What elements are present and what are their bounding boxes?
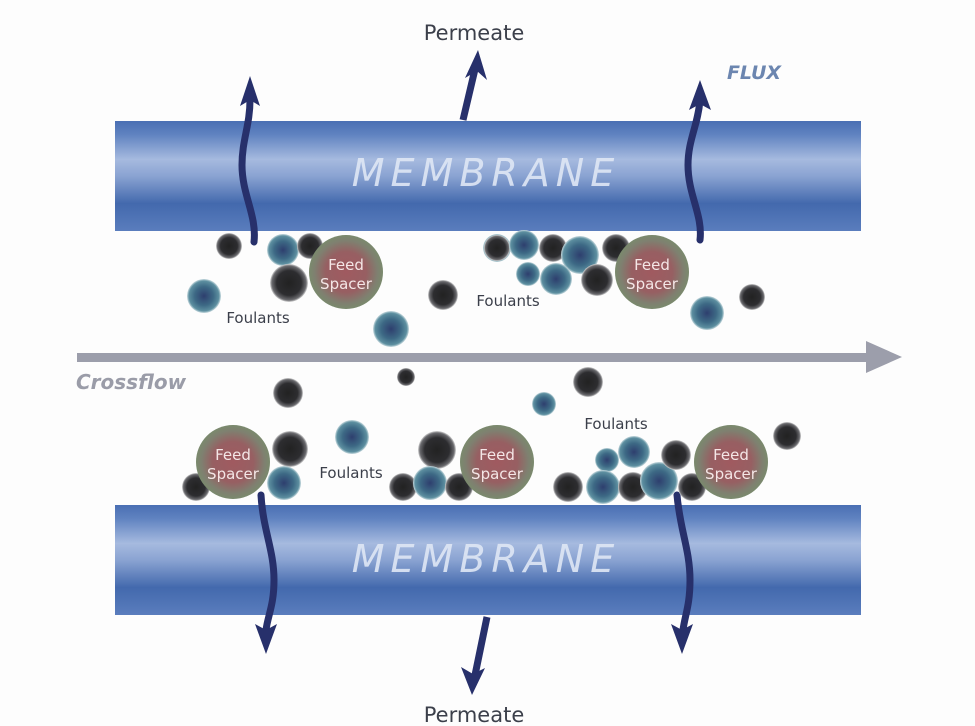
foulant-particle-blue — [187, 279, 221, 313]
foulant-particle-blue — [561, 236, 599, 274]
foulant-particle-dark — [216, 233, 242, 259]
permeate-arrowhead-top — [465, 50, 487, 80]
foulant-particle-dark — [539, 234, 567, 262]
feed-spacer-circle — [460, 425, 534, 499]
foulant-particle-blue — [373, 311, 409, 347]
foulant-particle-dark — [270, 264, 308, 302]
feed-spacer-label-line2: Spacer — [207, 465, 260, 483]
foulant-particle-blue — [595, 448, 619, 472]
bottom-membrane-body — [115, 505, 861, 615]
feed-spacer-circle — [615, 235, 689, 309]
feed-spacer-label-line1: Feed — [634, 256, 670, 274]
foulant-particle-dark — [581, 264, 613, 296]
feed-spacer-label-line1: Feed — [713, 446, 749, 464]
foulant-particle-dark — [484, 235, 510, 261]
foulant-particle-dark — [661, 440, 691, 470]
permeate-label-top: Permeate — [424, 21, 525, 45]
foulant-particle-blue — [509, 230, 539, 260]
feed-spacer-circle — [309, 235, 383, 309]
crossflow-label: Crossflow — [76, 370, 187, 394]
feed-spacers-layer: FeedSpacerFeedSpacerFeedSpacerFeedSpacer… — [196, 235, 768, 499]
foulant-particle-blue — [516, 262, 540, 286]
foulant-particle-blue — [540, 263, 572, 295]
feed-spacer-label-line2: Spacer — [471, 465, 524, 483]
foulant-particle-blue — [586, 470, 620, 504]
foulant-particle-blue — [640, 462, 678, 500]
foulant-particle-blue — [335, 420, 369, 454]
feed-spacer-label-line2: Spacer — [320, 275, 373, 293]
feed-spacer-circle — [196, 425, 270, 499]
bottom-membrane — [115, 505, 861, 615]
foulant-particle-dark — [773, 422, 801, 450]
foulant-particle-blue — [413, 466, 447, 500]
flux-arrowhead-top-right — [689, 80, 711, 110]
permeate-arrowhead-bottom — [461, 667, 485, 695]
foulant-particle-dark — [272, 431, 308, 467]
feed-spacer-circle — [694, 425, 768, 499]
flux-arrowhead-bottom-left — [255, 624, 277, 654]
crossflow-arrow-head — [866, 341, 902, 373]
permeate-arrow-bottom — [470, 616, 491, 681]
membrane-label-top: MEMBRANE — [352, 151, 621, 195]
foulant-particle-dark — [428, 280, 458, 310]
feed-spacer-label-line1: Feed — [479, 446, 515, 464]
foulant-particle-dark — [573, 367, 603, 397]
feed-spacer-label-line1: Feed — [215, 446, 251, 464]
foulant-particle-dark — [553, 472, 583, 502]
flux-arrowhead-bottom-right — [671, 624, 693, 654]
feed-spacer-label-line2: Spacer — [626, 275, 679, 293]
foulant-particle-dark — [397, 368, 415, 386]
permeate-arrow-top — [459, 64, 480, 121]
flux-label: FLUX — [727, 62, 782, 84]
foulant-particle-dark — [739, 284, 765, 310]
crossflow-arrow-shaft — [77, 353, 867, 362]
foulant-particle-blue — [267, 234, 299, 266]
flux-arrowhead-top-left — [240, 76, 260, 106]
flux-arrows — [238, 50, 711, 695]
foulants-label-1: Foulants — [226, 309, 290, 327]
flux-arrow-bottom-right — [673, 491, 694, 634]
foulant-particle-dark — [418, 431, 456, 469]
feed-spacer-label-line1: Feed — [328, 256, 364, 274]
foulant-particle-blue — [618, 436, 650, 468]
flux-arrow-top-left — [238, 96, 258, 246]
foulants-label-4: Foulants — [584, 415, 648, 433]
foulants-label-2: Foulants — [476, 292, 540, 310]
foulant-particle-blue — [690, 296, 724, 330]
permeate-label-bottom: Permeate — [424, 703, 525, 726]
foulant-particle-blue — [532, 392, 556, 416]
flux-arrow-bottom-left — [257, 491, 278, 634]
foulant-particle-dark — [389, 473, 417, 501]
membrane-label-bottom: MEMBRANE — [352, 537, 621, 581]
feed-spacer-label-line2: Spacer — [705, 465, 758, 483]
flux-arrow-top-right — [684, 96, 704, 244]
foulant-particle-dark — [273, 378, 303, 408]
foulants-label-3: Foulants — [319, 464, 383, 482]
crossflow-arrow — [77, 341, 902, 373]
foulant-particle-blue — [267, 466, 301, 500]
